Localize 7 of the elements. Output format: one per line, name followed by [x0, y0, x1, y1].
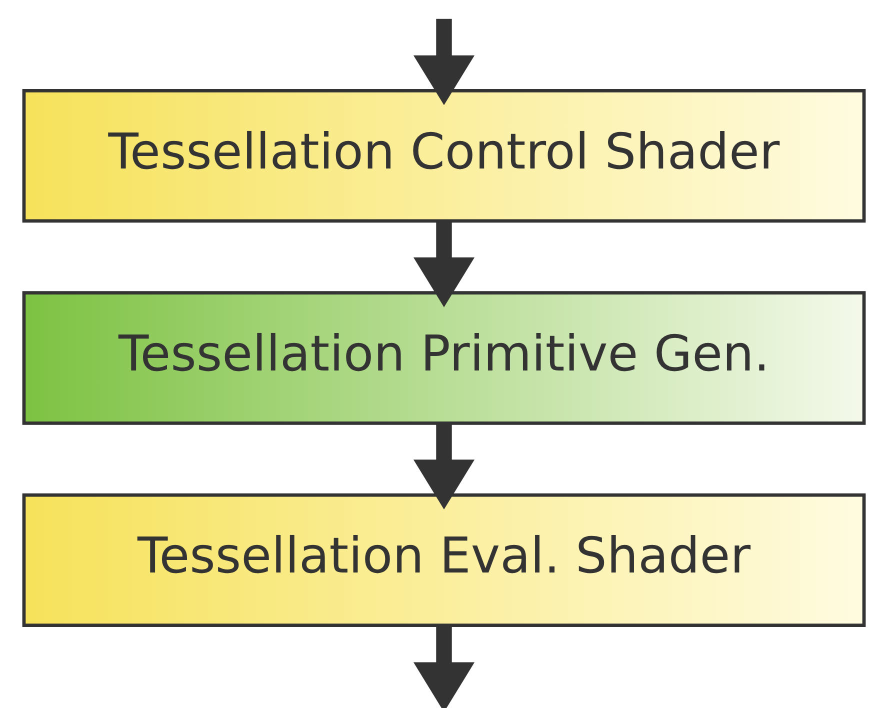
- node-box: Tessellation Eval. Shader: [22, 493, 866, 627]
- arrow: [412, 424, 474, 510]
- arrow: [412, 18, 474, 106]
- node-box: Tessellation Control Shader: [22, 89, 866, 223]
- arrow: [412, 626, 474, 708]
- arrow: [412, 222, 474, 308]
- node-box: Tessellation Primitive Gen.: [22, 291, 866, 425]
